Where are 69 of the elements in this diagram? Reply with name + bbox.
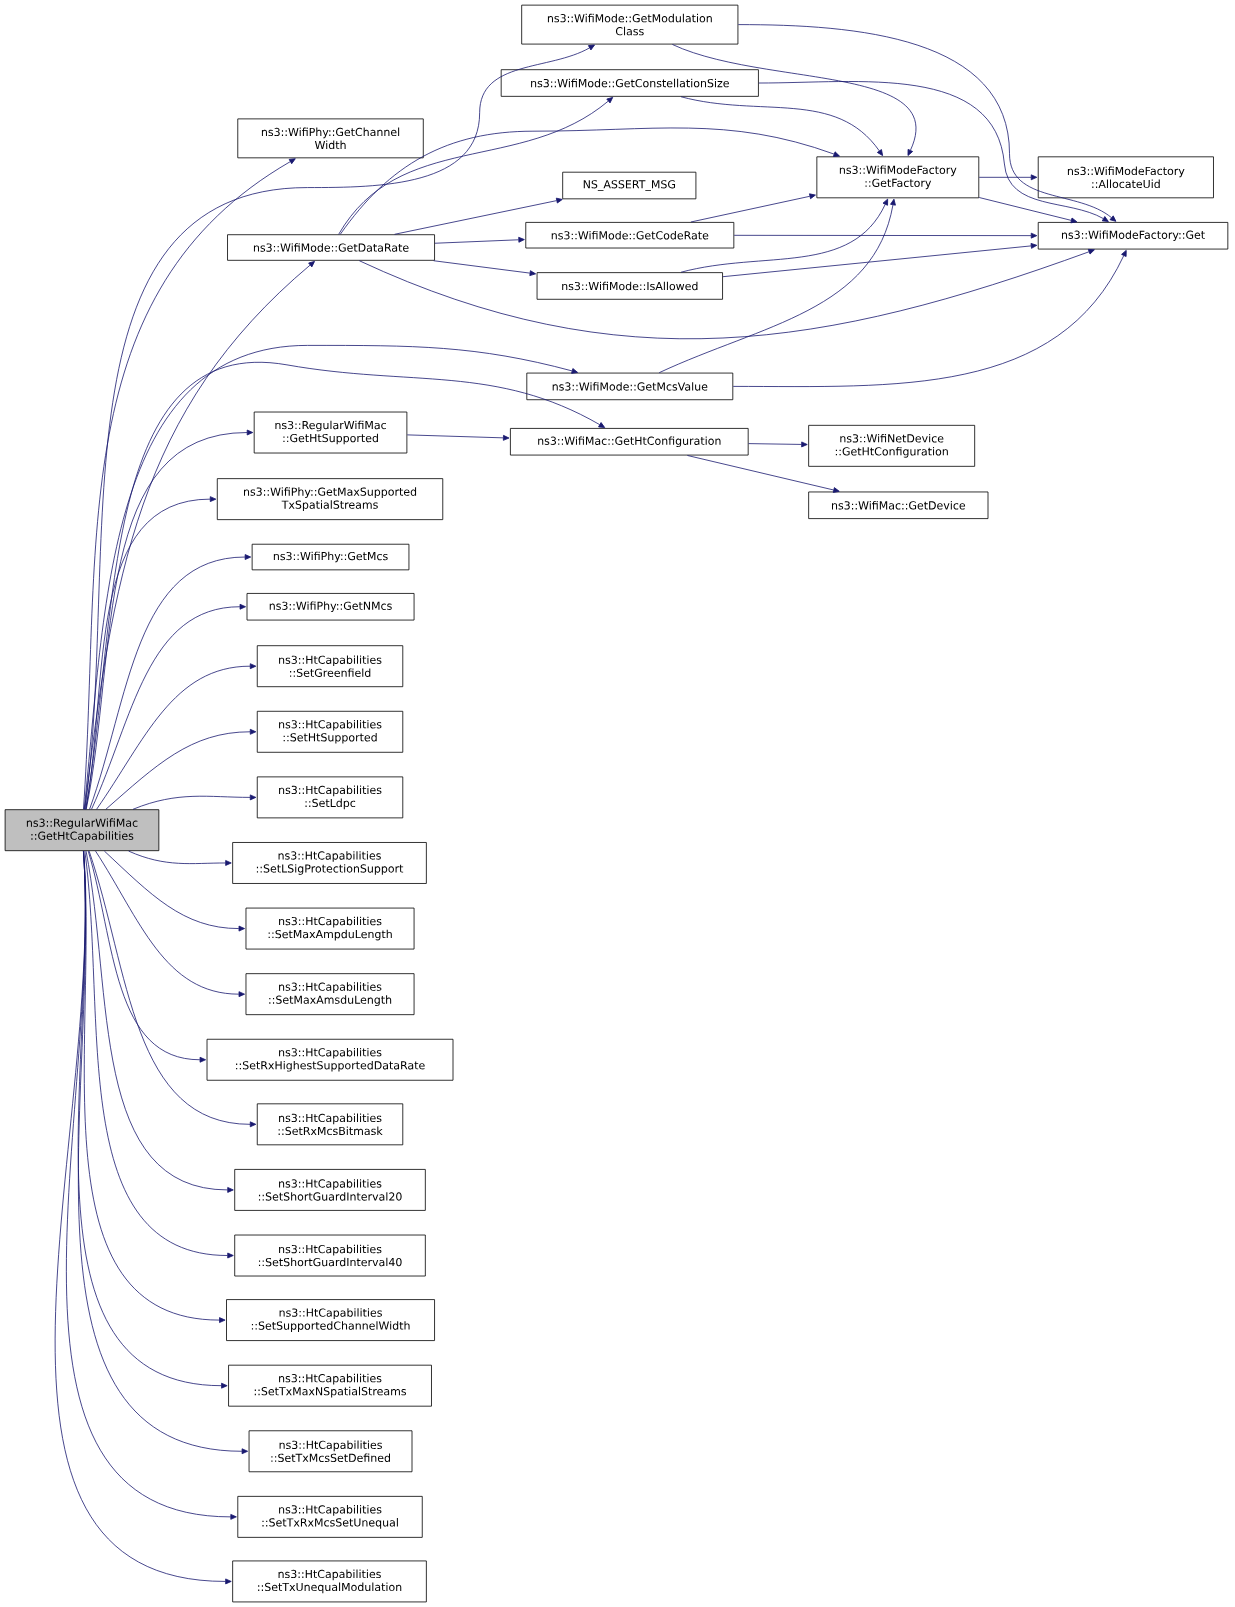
arrow: [132, 794, 257, 810]
function-box: ns3::WifiMode::GetDataRate: [227, 234, 435, 261]
function-box: ns3::WifiMode::GetModulation Class: [521, 4, 739, 45]
arrow: [358, 249, 1095, 339]
arrow: [87, 850, 206, 1063]
arrow: [758, 81, 1109, 222]
arrow: [91, 603, 246, 810]
function-box: ns3::RegularWifiMac ::GetHtCapabilities: [4, 809, 160, 852]
arrow: [737, 24, 1117, 222]
function-box: ns3::WifiModeFactory ::AllocateUid: [1037, 156, 1214, 199]
function-box: ns3::HtCapabilities ::SetHtSupported: [256, 710, 404, 753]
arrow: [96, 663, 257, 810]
arrow: [680, 96, 883, 156]
function-box: ns3::WifiModeFactory::Get: [1037, 222, 1229, 250]
function-box: ns3::HtCapabilities ::SetShortGuardInterval40: [234, 1234, 426, 1277]
function-box: ns3::WifiMac::GetDevice: [808, 491, 989, 519]
function-box: ns3::WifiMode::GetMcsValue: [526, 372, 734, 401]
arrow: [83, 158, 296, 810]
arrow: [84, 850, 234, 1259]
function-box: ns3::HtCapabilities ::SetGreenfield: [256, 645, 404, 688]
arrow: [733, 232, 1038, 239]
function-box: ns3::WifiPhy::GetMcs: [251, 543, 410, 571]
function-box: ns3::HtCapabilities ::SetRxHighestSupportedDataRate: [206, 1038, 454, 1081]
arrow: [978, 174, 1038, 181]
function-box: ns3::WifiModeFactory ::GetFactory: [816, 156, 980, 199]
arrow: [680, 198, 889, 273]
function-box: ns3::HtCapabilities ::SetLdpc: [256, 776, 404, 819]
function-box: ns3::WifiNetDevice ::GetHtConfiguration: [808, 424, 976, 467]
arrow: [687, 455, 840, 493]
function-box: ns3::HtCapabilities ::SetTxRxMcsSetUnequal: [237, 1495, 423, 1538]
arrow: [128, 850, 232, 866]
arrow: [339, 127, 840, 235]
arrow: [978, 197, 1078, 224]
function-box: ns3::HtCapabilities ::SetLSigProtectionSupport: [232, 842, 427, 884]
arrow: [748, 441, 808, 448]
function-box: ns3::WifiMode::GetConstellationSize: [500, 69, 759, 97]
arrow: [89, 554, 252, 810]
function-box: ns3::WifiPhy::GetNMcs: [246, 593, 415, 621]
function-box: ns3::HtCapabilities ::SetTxMaxNSpatialStreams: [228, 1364, 432, 1407]
arrow: [732, 250, 1127, 387]
function-box: ns3::HtCapabilities ::SetRxMcsBitmask: [256, 1103, 404, 1146]
function-box: ns3::HtCapabilities ::SetShortGuardInterval20: [234, 1169, 426, 1211]
function-box: NS_ASSERT_MSG: [562, 171, 697, 200]
function-box: ns3::WifiMode::GetCodeRate: [525, 222, 735, 249]
arrow: [658, 198, 896, 374]
function-box: ns3::HtCapabilities ::SetTxUnequalModulation: [232, 1560, 427, 1603]
arrow: [434, 236, 525, 244]
arrow: [406, 434, 510, 441]
arrow: [85, 496, 217, 810]
arrow: [722, 243, 1038, 278]
function-box: ns3::RegularWifiMac ::GetHtSupported: [253, 411, 408, 454]
function-box: ns3::WifiPhy::GetChannel Width: [237, 118, 424, 159]
function-box: ns3::WifiPhy::GetMaxSupported TxSpatialStreams: [216, 478, 444, 521]
function-box: ns3::HtCapabilities ::SetMaxAmsduLength: [245, 973, 415, 1016]
arrow: [338, 97, 614, 235]
arrow: [105, 728, 257, 810]
arrow: [85, 850, 234, 1193]
arrow: [54, 850, 232, 1585]
arrow: [394, 197, 563, 235]
arrow: [88, 850, 257, 1128]
function-box: ns3::WifiMac::GetHtConfiguration: [510, 428, 749, 456]
arrow: [690, 193, 816, 223]
arrow: [433, 260, 537, 276]
function-box: ns3::HtCapabilities ::SetTxMcsSetDefined: [248, 1430, 413, 1473]
function-box: ns3::HtCapabilities ::SetMaxAmpduLength: [245, 907, 415, 950]
arrow: [95, 850, 245, 998]
function-box: ns3::HtCapabilities ::SetSupportedChannelWidth: [226, 1299, 435, 1341]
arrow: [104, 850, 245, 932]
function-box: ns3::WifiMode::IsAllowed: [536, 272, 723, 300]
